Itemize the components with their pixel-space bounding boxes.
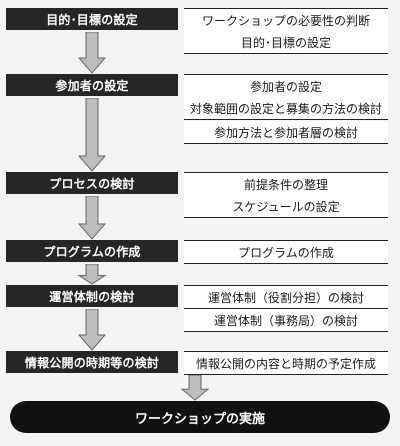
task-box: 参加方法と参加者層の検討	[184, 121, 388, 144]
down-arrow-5	[77, 309, 107, 351]
task-box: ワークショップの必要性の判断	[184, 8, 388, 32]
stage-box: 目的･目標の設定	[6, 8, 178, 30]
task-box: 情報公開の内容と時期の予定作成	[184, 351, 388, 375]
down-arrow-2	[77, 98, 107, 172]
down-arrow-4	[77, 264, 107, 285]
task-box: 対象範囲の設定と募集の方法の検討	[184, 97, 388, 120]
down-arrow-3	[77, 196, 107, 240]
task-box: 運営体制（事務局）の検討	[184, 309, 388, 332]
stage-box: 参加者の設定	[6, 74, 178, 96]
task-box: 参加者の設定	[184, 74, 388, 98]
final-step-label: ワークショップの実施	[134, 411, 265, 427]
task-box: プログラムの作成	[184, 240, 388, 264]
task-box: 運営体制（役割分担）の検討	[184, 285, 388, 309]
down-arrow-1	[77, 32, 107, 74]
down-arrow-final	[180, 375, 210, 401]
stage-box: 情報公開の時期等の検討	[6, 351, 178, 373]
stage-box: 運営体制の検討	[6, 285, 178, 307]
final-step-banner: ワークショップの実施	[10, 401, 390, 433]
task-box: 目的･目標の設定	[184, 31, 388, 54]
stage-box: プロセスの検討	[6, 172, 178, 194]
stage-box: プログラムの作成	[6, 240, 178, 262]
task-box: スケジュールの設定	[184, 195, 388, 218]
task-box: 前提条件の整理	[184, 172, 388, 196]
